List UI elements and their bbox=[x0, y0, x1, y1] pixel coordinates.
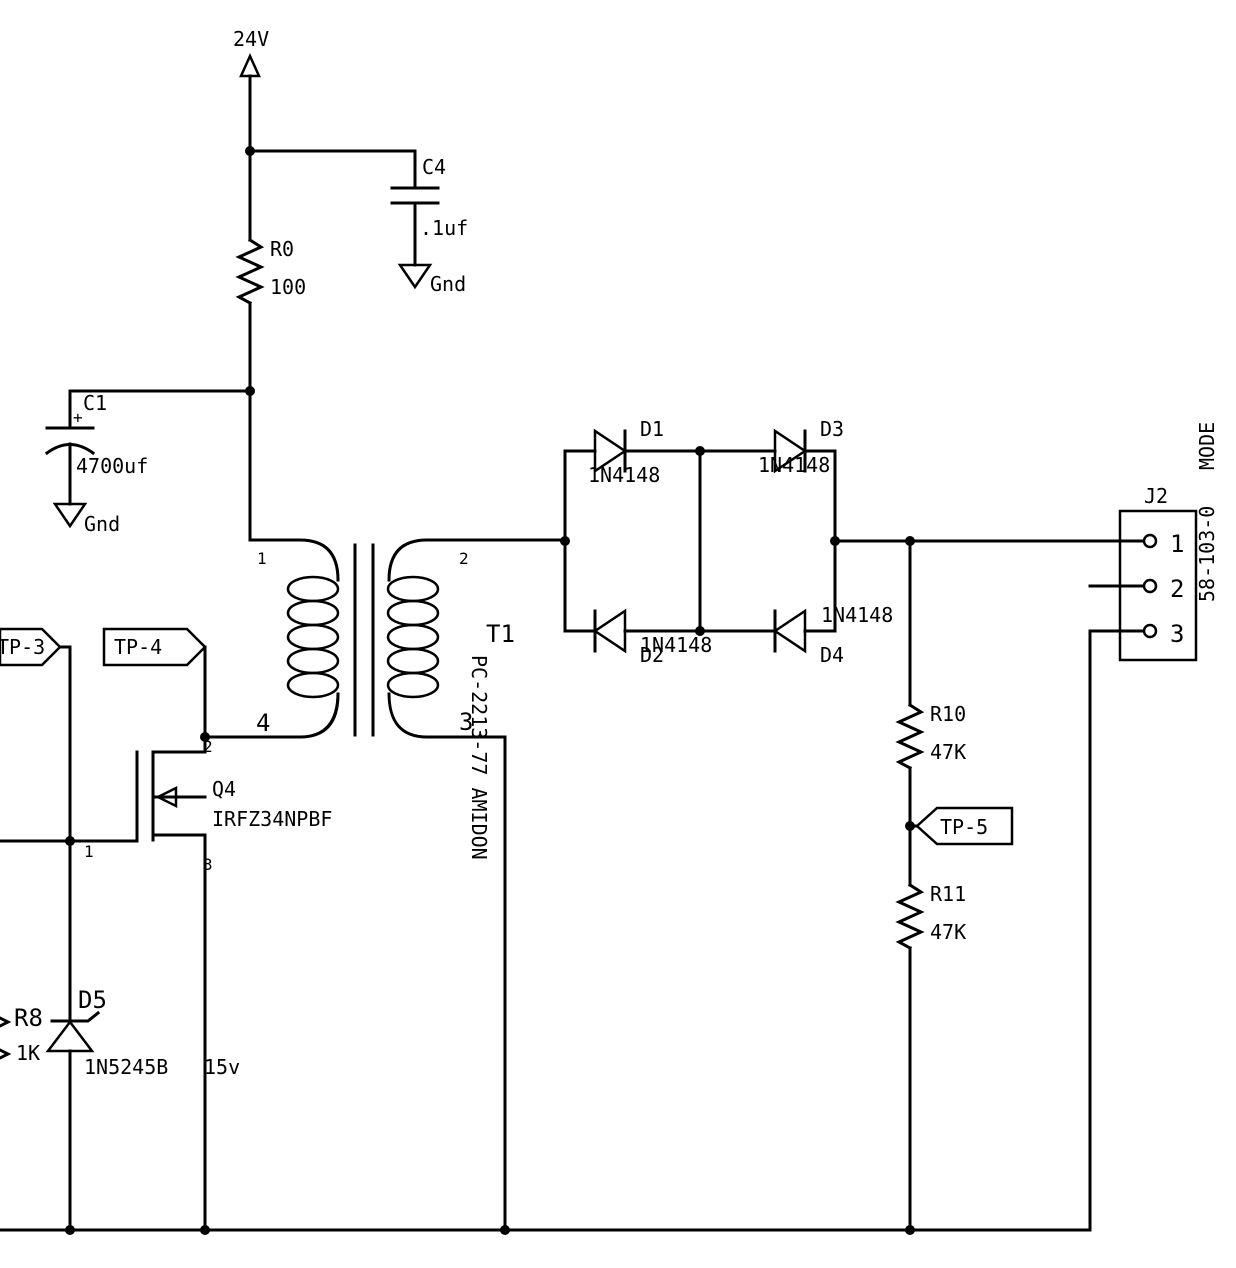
d1-ref: D1 bbox=[640, 417, 664, 441]
q4-part: IRFZ34NPBF bbox=[212, 807, 332, 831]
resistor-r0: R0 100 bbox=[235, 237, 306, 542]
junction-dot bbox=[65, 836, 75, 846]
r0-ref: R0 bbox=[270, 237, 294, 261]
test-point-tp5: TP-5 bbox=[908, 806, 1014, 846]
q4-pin-2: 2 bbox=[203, 737, 213, 756]
j2-pin-2: 2 bbox=[1170, 575, 1184, 603]
c1-polarity: + bbox=[73, 408, 83, 427]
junction-dot bbox=[500, 1225, 510, 1235]
t1-pin-4: 4 bbox=[256, 709, 270, 737]
d3-value: 1N4148 bbox=[758, 453, 830, 477]
tp5-label: TP-5 bbox=[940, 815, 988, 839]
ground-label: Gnd bbox=[430, 272, 466, 296]
t1-pin-3: 3 bbox=[459, 708, 473, 736]
r8-value: 1K bbox=[16, 1041, 40, 1065]
j2-function: MODE bbox=[1195, 422, 1219, 470]
junction-dot bbox=[560, 536, 570, 546]
resistor-r8: R8 1K bbox=[0, 1004, 43, 1065]
connector-j2: 1 2 3 J2 58-103-0 MODE bbox=[1088, 422, 1219, 1232]
test-point-tp3: TP-3 bbox=[0, 627, 72, 667]
junction-dot bbox=[695, 626, 705, 636]
c1-ref: C1 bbox=[83, 391, 107, 415]
transformer-t1: 1 2 3 4 T1 PC-2213-77 AMIDON bbox=[203, 538, 567, 1232]
supply-24v: 24V bbox=[233, 27, 269, 242]
tp4-label: TP-4 bbox=[114, 635, 162, 659]
ground-label: Gnd bbox=[84, 512, 120, 536]
junction-dot bbox=[905, 1225, 915, 1235]
junction-dot bbox=[65, 1225, 75, 1235]
resistor-r11: R11 47K bbox=[895, 882, 966, 1232]
q4-ref: Q4 bbox=[212, 777, 236, 801]
j2-part: 58-103-0 bbox=[1195, 506, 1219, 602]
tp3-label: TP-3 bbox=[0, 635, 45, 659]
d5-value: 1N5245B bbox=[84, 1055, 168, 1079]
t1-part: PC-2213-77 AMIDON bbox=[467, 655, 491, 860]
d5-ref: D5 bbox=[78, 986, 107, 1014]
j2-ref: J2 bbox=[1144, 484, 1168, 508]
r8-ref: R8 bbox=[14, 1004, 43, 1032]
d3-ref: D3 bbox=[820, 417, 844, 441]
junction-dot bbox=[695, 446, 705, 456]
d5-voltage: 15v bbox=[204, 1055, 240, 1079]
c4-ref: C4 bbox=[422, 155, 446, 179]
q4-pin-3: 3 bbox=[203, 855, 213, 874]
d4-value: 1N4148 bbox=[821, 603, 893, 627]
c1-value: 4700uf bbox=[76, 454, 148, 478]
t1-pin-1: 1 bbox=[257, 549, 267, 568]
junction-dot bbox=[200, 1225, 210, 1235]
r10-ref: R10 bbox=[930, 702, 966, 726]
r11-value: 47K bbox=[930, 920, 966, 944]
t1-ref: T1 bbox=[486, 620, 515, 648]
capacitor-c1: + C1 4700uf Gnd bbox=[44, 389, 252, 536]
bridge-rectifier: D1 1N4148 D3 1N4148 D2 1N4148 D4 1N4148 bbox=[563, 417, 893, 667]
ground-symbol bbox=[397, 263, 433, 290]
zener-diode-d5: D5 1N5245B 15v bbox=[45, 645, 240, 1232]
d4-ref: D4 bbox=[820, 643, 844, 667]
supply-label: 24V bbox=[233, 27, 269, 51]
mosfet-q4: 1 2 3 Q4 IRFZ34NPBF bbox=[0, 645, 332, 1232]
q4-pin-1: 1 bbox=[84, 842, 94, 861]
test-point-tp4: TP-4 bbox=[102, 627, 207, 667]
t1-pin-2: 2 bbox=[459, 549, 469, 568]
ground-symbol bbox=[52, 502, 88, 529]
junction-dot bbox=[200, 732, 210, 742]
c4-value: .1uf bbox=[420, 216, 468, 240]
d2-ref: D2 bbox=[640, 643, 664, 667]
capacitor-c4: C4 .1uf Gnd bbox=[248, 149, 468, 296]
d1-value: 1N4148 bbox=[588, 463, 660, 487]
j2-pin-3: 3 bbox=[1170, 620, 1184, 648]
r10-value: 47K bbox=[930, 740, 966, 764]
d2-value: 1N4148 bbox=[640, 633, 712, 657]
r11-ref: R11 bbox=[930, 882, 966, 906]
j2-pin-1: 1 bbox=[1170, 530, 1184, 558]
r0-value: 100 bbox=[270, 275, 306, 299]
